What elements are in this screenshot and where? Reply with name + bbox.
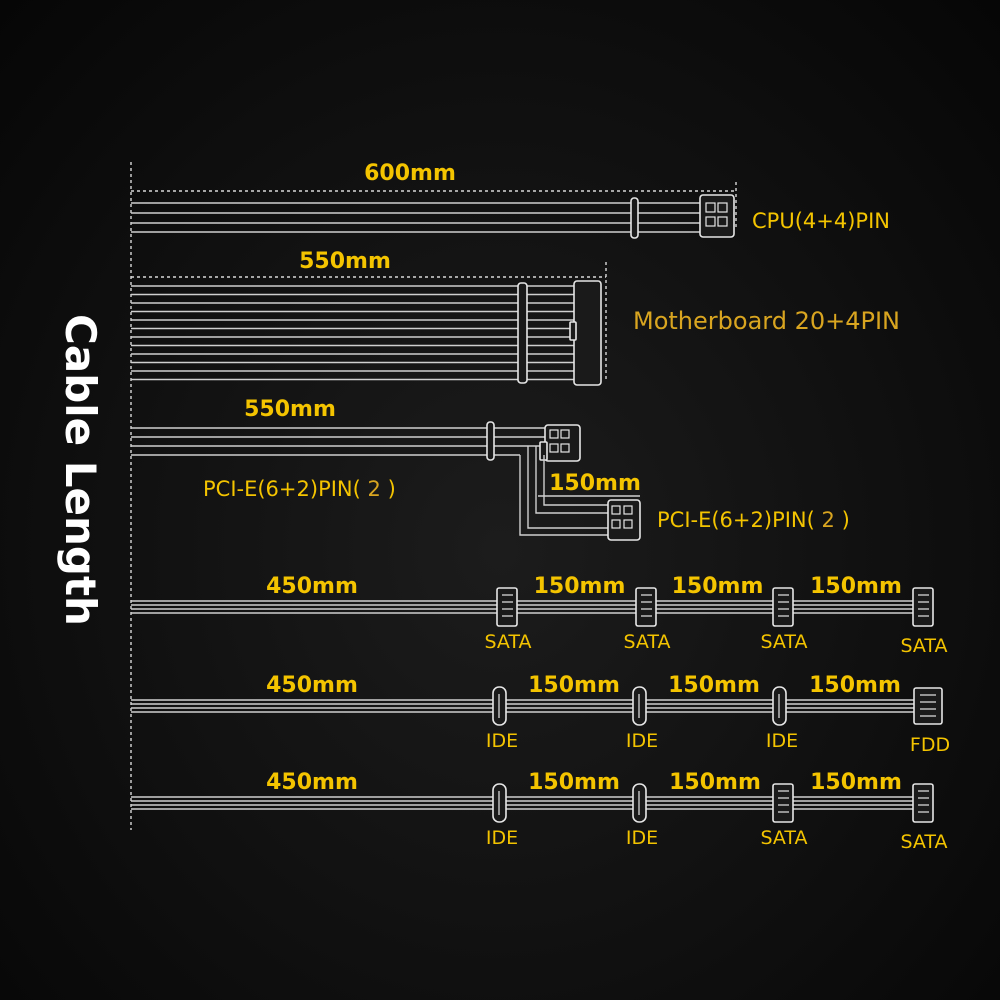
segment-length: 150mm (669, 770, 761, 795)
sata-connector (772, 587, 794, 627)
pcie-branch-label-text: PCI-E(6+2)PIN (657, 508, 807, 532)
connector-label: IDE (486, 730, 518, 752)
connector-label: IDE (766, 730, 798, 752)
pcie-branch-label: PCI-E(6+2)PIN( 2 ) (657, 508, 850, 532)
sata-connector (635, 587, 657, 627)
cpu-cable: 600mm CPU(4+4)PIN (131, 161, 890, 239)
pcie-branch-length: 150mm (549, 471, 641, 496)
connector-label: IDE (626, 827, 658, 849)
sata-run-length: 450mm (266, 574, 358, 599)
ide-connector (772, 686, 787, 726)
ide-connector (632, 783, 647, 823)
sata-connector (496, 587, 518, 627)
connector-label: SATA (484, 631, 531, 653)
connector-label: SATA (760, 827, 807, 849)
diagram-title: Cable Length (56, 314, 105, 626)
segment-length: 150mm (810, 770, 902, 795)
fdd-connector (913, 687, 943, 725)
pcie-label-text: PCI-E(6+2)PIN (203, 477, 353, 501)
ide-fdd-run-length: 450mm (266, 673, 358, 698)
connector-label: SATA (760, 631, 807, 653)
ide-connector (492, 783, 507, 823)
cpu-length: 600mm (364, 161, 456, 186)
pcie-branch-count: 2 (822, 508, 835, 532)
connector-label: IDE (626, 730, 658, 752)
cpu-cable-clip (630, 197, 639, 239)
segment-length: 150mm (672, 574, 764, 599)
cpu-label: CPU(4+4)PIN (752, 209, 890, 233)
cpu-connector (699, 194, 735, 238)
connector-label: SATA (623, 631, 670, 653)
segment-length: 150mm (809, 673, 901, 698)
segment-length: 150mm (668, 673, 760, 698)
motherboard-cable-clip (517, 282, 528, 384)
motherboard-cable: 550mm Motherboard 20+4PIN (131, 249, 900, 386)
ide-connector (632, 686, 647, 726)
pcie-cable-clip (486, 421, 495, 461)
connector-label: IDE (486, 827, 518, 849)
pcie-count: 2 (368, 477, 381, 501)
pcie-length: 550mm (244, 397, 336, 422)
connector-label: FDD (910, 734, 950, 756)
segment-length: 150mm (528, 770, 620, 795)
segment-length: 150mm (528, 673, 620, 698)
connector-label: SATA (900, 831, 947, 853)
ide-connector (492, 686, 507, 726)
connector-label: SATA (900, 635, 947, 657)
ide-sata-run-length: 450mm (266, 770, 358, 795)
sata-connector (912, 587, 934, 627)
segment-length: 150mm (534, 574, 626, 599)
pcie-label: PCI-E(6+2)PIN( 2 ) (203, 477, 396, 501)
motherboard-connector (573, 280, 602, 386)
pcie-cable: 550mm PCI-E(6+2)PIN( 2 ) 150mm PCI-E(6+2… (131, 397, 850, 541)
sata-connector (772, 783, 794, 823)
motherboard-label: Motherboard 20+4PIN (633, 307, 900, 335)
motherboard-length: 550mm (299, 249, 391, 274)
sata-connector (912, 783, 934, 823)
segment-length: 150mm (810, 574, 902, 599)
